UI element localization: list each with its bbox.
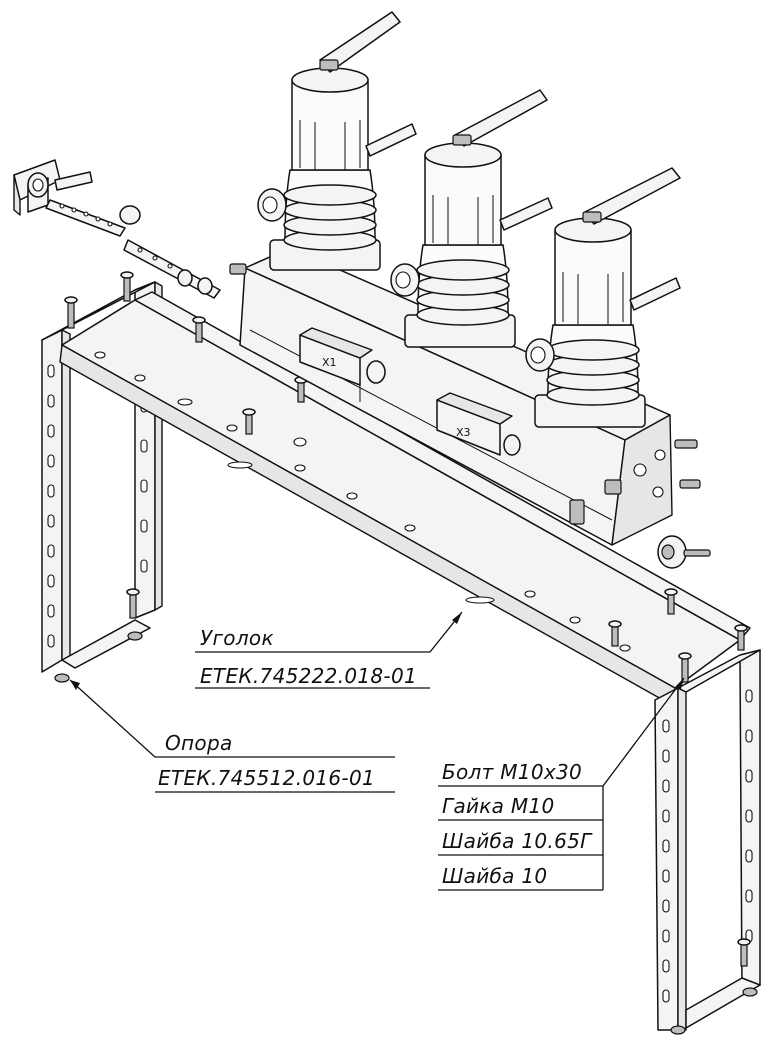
right-frame-holes [662,689,753,1003]
pole-1 [257,11,417,271]
module-x3: Х3 [436,392,521,456]
fastener-bolt-label: Болт М10х30 [442,760,582,784]
module-x3-tag: Х3 [456,426,471,439]
right-frame-bolts [670,652,758,1035]
angle-name-label: Уголок [200,626,274,650]
fastener-nut-label: Гайка М10 [442,794,555,818]
cable-gland [657,535,711,569]
support-name-label: Опора [165,731,233,755]
housing-bolts [229,263,701,495]
right-support-frame [654,649,761,1035]
fastener-spring-washer-label: Шайба 10.65Г [442,829,593,853]
pole-3 [525,167,681,428]
drive-linkage [13,159,221,299]
angle-code-label: ЕТЕК.745222.018-01 [200,664,417,688]
module-x1-tag: Х1 [322,356,337,369]
callouts: Уголок ЕТЕК.745222.018-01 Опора ЕТЕК.745… [158,626,593,888]
pole-2 [390,89,553,348]
leader-lines [69,611,685,891]
module-x1: Х1 [299,327,386,386]
left-frame-bolts [54,271,143,683]
fastener-washer-label: Шайба 10 [442,864,547,888]
support-code-label: ЕТЕК.745512.016-01 [158,766,375,790]
angle-beam-holes [94,351,631,652]
